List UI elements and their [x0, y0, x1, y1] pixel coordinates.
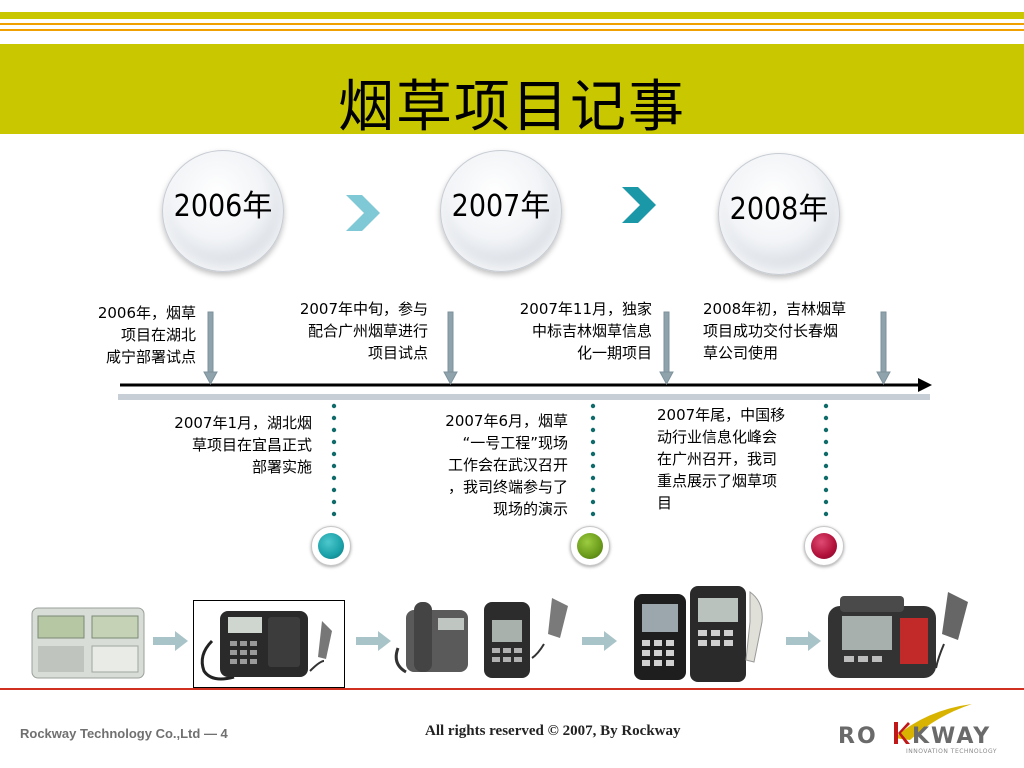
- note-2007-summit: 2007年尾，中国移 动行业信息化峰会 在广州召开，我司 重点展示了烟草项 目: [657, 406, 786, 512]
- milestone-dot-red-fill: [811, 533, 837, 559]
- year-label-2008: 2008年: [729, 192, 829, 227]
- logo-tagline: INNOVATION TECHNOLOGY: [906, 748, 998, 755]
- terminal-photo-5: [828, 592, 968, 678]
- note-2008-changchun: 2008年初，吉林烟草 项目成功交付长春烟 草公司使用: [703, 300, 847, 362]
- milestone-dot-green: [570, 526, 610, 566]
- logo-text-right: KWAY: [912, 724, 992, 749]
- arrow-right-icon: [582, 631, 617, 651]
- year-circle-2006: 2006年: [162, 150, 284, 272]
- logo-text-left: RO: [838, 724, 878, 749]
- note-2007-yichang: 2007年1月，湖北烟 草项目在宜昌正式 部署实施: [174, 414, 312, 476]
- year-label-2006: 2006年: [173, 189, 273, 224]
- logo-k-mark: [892, 720, 910, 746]
- terminal-photo-3: [394, 598, 568, 678]
- milestone-dot-red: [804, 526, 844, 566]
- footer-divider: [0, 688, 1024, 690]
- chevron-right-icon: [346, 195, 380, 231]
- terminal-photo-2: [200, 611, 332, 681]
- logo-swoosh: [894, 704, 972, 740]
- top-stripe-orange-2: [0, 29, 1024, 31]
- milestone-dot-teal: [311, 526, 351, 566]
- note-2007-wuhan: 2007年6月，烟草 “一号工程”现场 工作会在武汉召开 ，我司终端参与了 现场…: [445, 412, 568, 518]
- footer-company: Rockway Technology Co.,Ltd — 4: [20, 726, 228, 741]
- arrow-right-icon: [356, 631, 391, 651]
- top-stripe-yellow: [0, 12, 1024, 19]
- chevron-right-icon: [622, 187, 656, 223]
- rockway-logo: RO KWAY INNOVATION TECHNOLOGY: [836, 702, 1016, 758]
- milestone-dot-green-fill: [577, 533, 603, 559]
- milestone-dot-teal-fill: [318, 533, 344, 559]
- terminal-photo-4: [634, 586, 763, 682]
- footer-copyright: All rights reserved © 2007, By Rockway: [425, 723, 681, 739]
- year-label-2007: 2007年: [451, 189, 551, 224]
- arrow-right-icon: [153, 631, 188, 651]
- note-2007-jilin: 2007年11月，独家 中标吉林烟草信息 化一期项目: [519, 300, 652, 362]
- title-band: [0, 44, 1024, 134]
- note-2006-xianning: 2006年，烟草 项目在湖北 咸宁部署试点: [97, 304, 196, 366]
- arrow-right-icon: [786, 631, 821, 651]
- top-stripe-orange: [0, 23, 1024, 25]
- year-circle-2008: 2008年: [718, 153, 840, 275]
- note-2007-guangzhou: 2007年中旬，参与 配合广州烟草进行 项目试点: [299, 300, 428, 362]
- year-circle-2007: 2007年: [440, 150, 562, 272]
- terminal-photo-1: [31, 607, 145, 679]
- slide-title: 烟草项目记事: [338, 75, 686, 140]
